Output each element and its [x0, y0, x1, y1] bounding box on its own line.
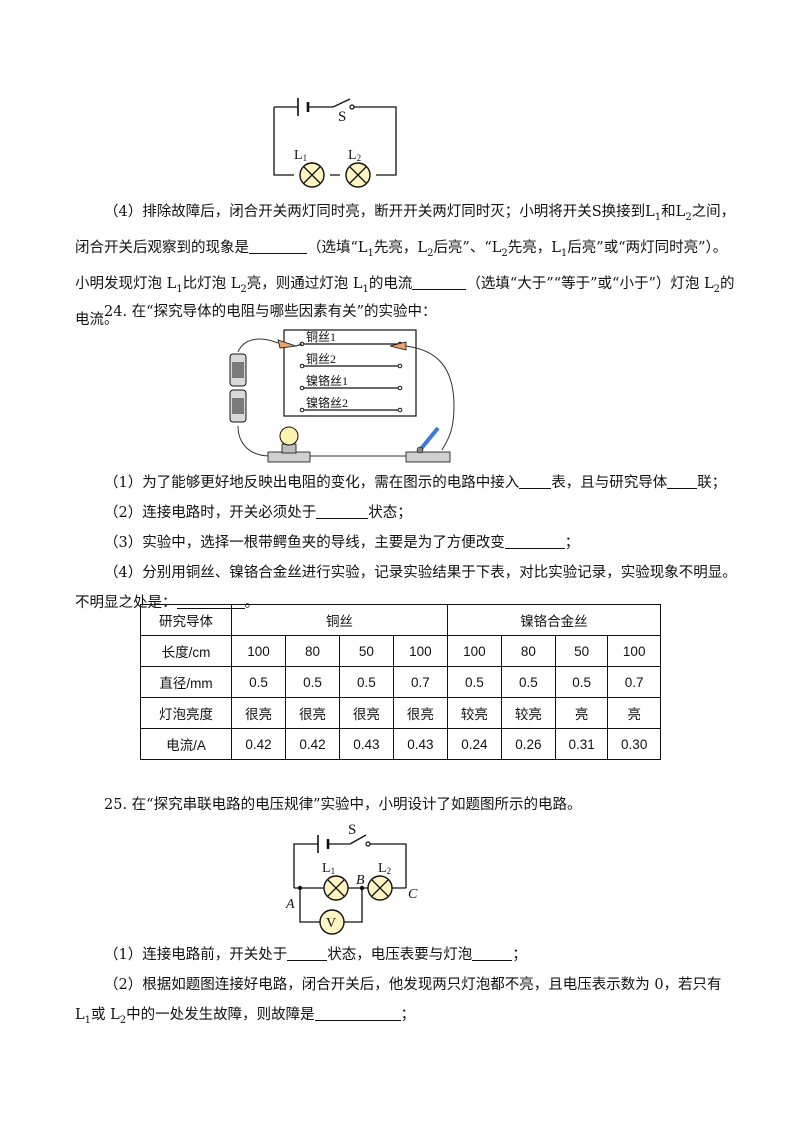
table-cell: 研究导体 [140, 604, 232, 636]
table-row: 灯泡亮度 很亮 很亮 很亮 很亮 较亮 较亮 亮 亮 [140, 697, 661, 729]
alligator-clip-icon [277, 339, 303, 349]
table-cell: 很亮 [231, 697, 286, 729]
table-cell: 很亮 [338, 697, 394, 729]
q25-part2: （2）根据如题图连接好电路，闭合开关后，他发现两只灯泡都不亮，且电压表示数为 0… [75, 977, 722, 1026]
table-cell: 0.5 [554, 666, 609, 698]
point-b-label: B [356, 873, 365, 888]
answer-blank[interactable] [472, 944, 513, 961]
q24-part3: （3）实验中，选择一根带鳄鱼夹的导线，主要是为了方便改变； [75, 528, 740, 558]
table-cell: 0.43 [338, 728, 394, 760]
lamp-l1-icon [299, 162, 325, 188]
q25-title: 25. 在“探究串联电路的电压规律”实验中，小明设计了如题图所示的电路。 [104, 797, 582, 813]
table-cell: 亮 [554, 697, 609, 729]
svg-text:V: V [326, 916, 336, 931]
lamp-l2-label: L2 [378, 861, 391, 876]
table-cell: 镍铬合金丝 [446, 604, 662, 636]
table-row: 长度/cm 100 80 50 100 100 80 50 100 [140, 635, 661, 667]
table-cell: 0.31 [554, 728, 609, 760]
table-cell: 较亮 [500, 697, 556, 729]
lamp-l1-label: L1 [322, 861, 335, 876]
wire-label: 镍铬丝2 [306, 395, 348, 410]
answer-blank[interactable] [412, 273, 467, 290]
q24-part2: （2）连接电路时，开关必须处于状态； [75, 498, 740, 528]
table-cell: 直径/mm [140, 666, 232, 698]
wire-label: 铜丝1 [306, 329, 336, 344]
q24-title: 24. 在“探究导体的电阻与哪些因素有关”的实验中： [104, 304, 437, 320]
table-cell: 0.26 [500, 728, 556, 760]
table-cell: 100 [607, 635, 661, 667]
table-cell: 80 [500, 635, 556, 667]
answer-blank[interactable] [287, 944, 328, 961]
table-row: 电流/A 0.42 0.42 0.43 0.43 0.24 0.26 0.31 … [140, 728, 661, 760]
answer-blank[interactable] [316, 502, 369, 519]
table-cell: 0.5 [231, 666, 286, 698]
table-cell: 0.5 [500, 666, 556, 698]
circuit-diagram-series: S L1 L2 [273, 98, 397, 188]
q4-paragraph: （4）排除故障后，闭合开关两灯同时亮，断开开关两灯同时灭；小明将开关S换接到L1… [75, 204, 736, 328]
light-bulb-icon [267, 426, 311, 463]
table-header-row: 研究导体 铜丝 镍铬合金丝 [140, 604, 662, 636]
switch-label: S [348, 822, 356, 838]
table-cell: 很亮 [284, 697, 340, 729]
answer-blank[interactable] [519, 472, 552, 489]
circuit-diagram-voltmeter: V S L1 L2 A B C [285, 822, 418, 935]
table-cell: 灯泡亮度 [140, 697, 232, 729]
answer-blank[interactable] [504, 532, 565, 549]
table-cell: 电流/A [140, 728, 232, 760]
lamp-l1-icon [323, 875, 349, 901]
answer-blank[interactable] [314, 1004, 401, 1021]
point-a-label: A [285, 897, 295, 912]
table-cell: 长度/cm [140, 635, 232, 667]
table-cell: 50 [554, 635, 609, 667]
table-cell: 0.5 [338, 666, 394, 698]
lamp-l1-label: L1 [294, 148, 307, 163]
answer-blank[interactable] [667, 472, 698, 489]
q24-part1: （1）为了能够更好地反映出电阻的变化，需在图示的电路中接入表，且与研究导体联； [75, 468, 740, 498]
table-cell: 0.7 [607, 666, 661, 698]
table-cell: 100 [392, 635, 448, 667]
table-cell: 0.42 [284, 728, 340, 760]
answer-blank[interactable] [249, 237, 307, 254]
table-cell: 铜丝 [231, 604, 448, 636]
table-cell: 0.7 [392, 666, 448, 698]
table-cell: 0.5 [284, 666, 340, 698]
table-cell: 100 [446, 635, 502, 667]
knife-switch-icon [405, 426, 451, 463]
table-cell: 亮 [607, 697, 661, 729]
lamp-l2-label: L2 [348, 148, 361, 163]
table-cell: 0.43 [392, 728, 448, 760]
table-cell: 0.42 [231, 728, 286, 760]
table-cell: 很亮 [392, 697, 448, 729]
table-cell: 50 [338, 635, 394, 667]
resistance-apparatus-diagram: 铜丝1 铜丝2 镍铬丝1 镍铬丝2 [229, 329, 455, 463]
q25-part1: （1）连接电路前，开关处于状态，电压表要与灯泡； [75, 940, 740, 970]
experiment-data-table: 研究导体 铜丝 镍铬合金丝 长度/cm 100 80 50 100 100 80… [140, 604, 662, 760]
battery-icon [229, 353, 247, 387]
table-cell: 100 [231, 635, 286, 667]
table-cell: 80 [284, 635, 340, 667]
switch-label: S [338, 109, 346, 125]
wire-label: 镍铬丝1 [306, 373, 348, 388]
table-cell: 0.24 [446, 728, 502, 760]
lamp-l2-icon [345, 162, 371, 188]
battery-icon [229, 389, 247, 423]
wire-label: 铜丝2 [306, 351, 336, 366]
table-row: 直径/mm 0.5 0.5 0.5 0.7 0.5 0.5 0.5 0.7 [140, 666, 661, 698]
table-cell: 0.30 [607, 728, 661, 760]
table-cell: 0.5 [446, 666, 502, 698]
lamp-l2-icon [367, 875, 393, 901]
point-c-label: C [408, 887, 418, 902]
table-cell: 较亮 [446, 697, 502, 729]
voltmeter-icon: V [319, 909, 345, 935]
